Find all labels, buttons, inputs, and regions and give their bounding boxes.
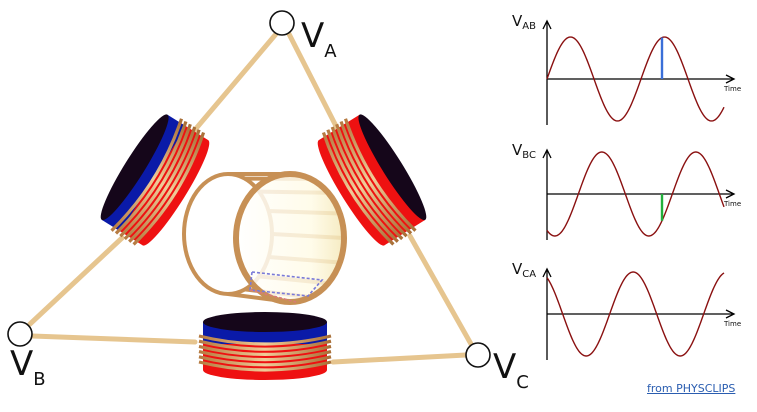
pole-upper [340, 114, 426, 232]
winding-turn [198, 360, 332, 372]
wire-coil-ab-to-b [27, 235, 125, 327]
rotor-loop [249, 271, 324, 297]
waveform-curve [546, 151, 725, 237]
y-axis-arrow [542, 267, 552, 278]
wire-b-to-coil-bc [29, 333, 198, 345]
wire-coil-ac-to-c [407, 233, 474, 347]
winding-turn [198, 339, 332, 351]
pole-face [203, 312, 327, 332]
rotor-front-ring [233, 171, 347, 305]
time-axis-arrow [725, 309, 736, 319]
rotor-loop-edge [249, 289, 297, 303]
pole-face [100, 114, 169, 221]
pole-face [358, 114, 427, 221]
waveform-panel-ab: VAB Time [512, 12, 741, 125]
winding-turn [114, 120, 188, 235]
coil-ab [100, 114, 210, 246]
wire-coil-bc-to-c [330, 352, 469, 365]
winding-turn [128, 129, 201, 243]
winding-turn [198, 350, 332, 362]
coil-bc [198, 312, 332, 380]
time-axis-arrow [725, 74, 736, 84]
waveform-label: VCA [512, 260, 536, 280]
time-axis-arrow [725, 189, 736, 199]
terminal-c-node[interactable] [465, 342, 491, 368]
terminal-b-node[interactable] [7, 321, 33, 347]
winding-turn [326, 129, 399, 243]
time-axis-label: Time [723, 85, 741, 93]
winding-turn [198, 334, 332, 346]
physclips-credit-link[interactable]: from PHYSCLIPS [647, 382, 736, 395]
winding-turn [330, 126, 404, 241]
winding-turn [335, 123, 408, 238]
time-axis-label: Time [723, 320, 741, 328]
coil-ac [317, 114, 427, 246]
winding-turn [198, 344, 332, 356]
terminal-a-label: VA [301, 16, 337, 62]
waveform-panel-ca: VCA Time [512, 260, 741, 360]
time-axis-label: Time [723, 200, 741, 208]
terminal-c-label: VC [493, 347, 529, 393]
wire-a-to-coil-ac [286, 31, 340, 131]
winding-turn [110, 118, 184, 232]
waveform-curve [546, 36, 725, 122]
winding-turn [343, 118, 417, 232]
winding-turn [339, 120, 413, 235]
winding-turn [198, 355, 332, 367]
waveform-label: VBC [512, 141, 536, 161]
waveform-panel-bc: VBC Time [512, 141, 741, 240]
y-axis-arrow [542, 148, 552, 159]
waveform-curve [546, 271, 725, 357]
terminal-b-label: VB [10, 344, 46, 390]
waveform-label: VAB [512, 12, 536, 32]
terminal-a-node[interactable] [269, 10, 295, 36]
wire-a-to-coil-ab [185, 31, 279, 141]
winding-turn [321, 132, 395, 246]
winding-turn [123, 126, 197, 241]
delta-wiring [27, 31, 474, 365]
rotor-cage [182, 171, 347, 305]
winding-turn [119, 123, 192, 238]
y-axis-arrow [542, 19, 552, 30]
winding-turn [132, 132, 206, 246]
pole-upper [101, 114, 187, 232]
